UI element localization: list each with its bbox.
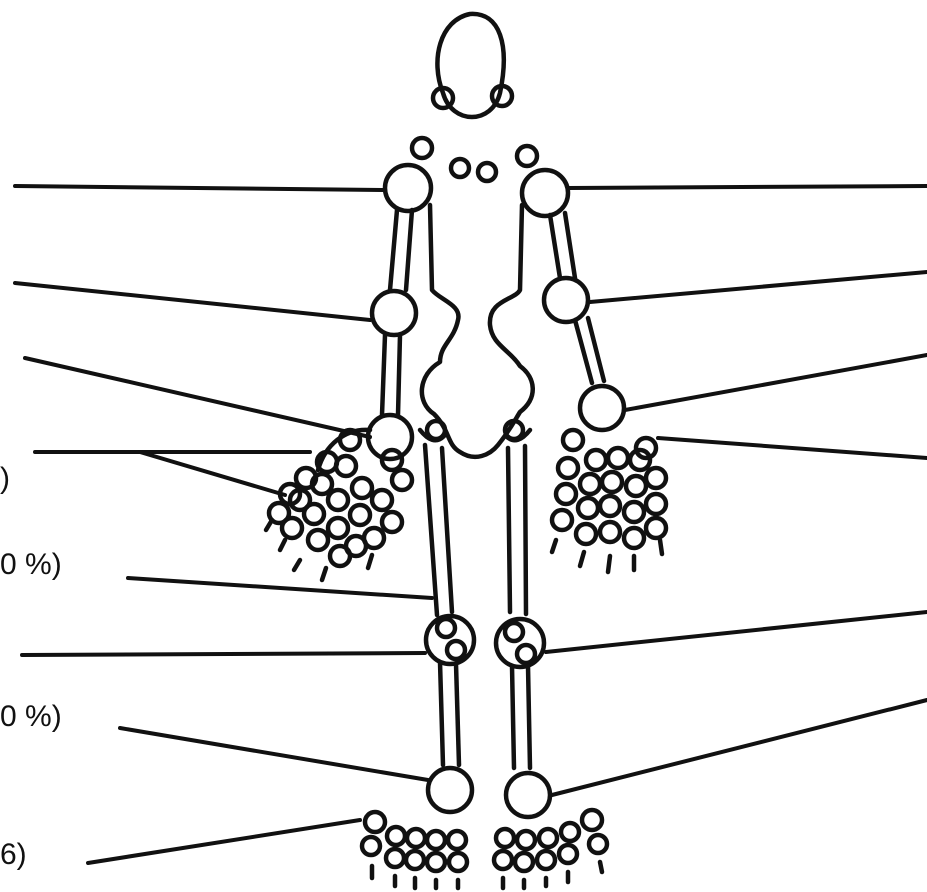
knee-joint-left-side-of-body	[496, 619, 544, 667]
shins	[440, 662, 530, 768]
leader-lines-left	[15, 186, 432, 863]
elbow-joint-right-side-of-body	[372, 291, 416, 335]
leader-line-ankle	[120, 728, 428, 780]
elbow-joint-left-side-of-body	[544, 278, 588, 322]
shoulder-joint-left-side-of-body	[522, 170, 568, 216]
thighs	[425, 445, 526, 615]
wrist-joint-left-side-of-body	[580, 386, 624, 430]
leader-line-hand-b	[140, 452, 285, 495]
leader-line-knee	[22, 653, 425, 655]
leader-lines-right	[546, 186, 927, 795]
ankle-joint-left-side-of-body	[506, 773, 550, 817]
label-hip: 0 %)	[0, 548, 62, 582]
label-foot: 6)	[0, 838, 27, 872]
leader-line-knee-r	[546, 612, 927, 652]
leader-line-elbow	[15, 283, 370, 320]
leader-line-shoulder-r	[568, 186, 927, 188]
label-hand: )	[0, 462, 10, 496]
leader-line-wrist	[25, 358, 370, 437]
knee-joint-right-side-of-body	[426, 616, 474, 664]
leader-line-shoulder	[15, 186, 383, 190]
leader-line-hand-r	[658, 438, 927, 458]
foot-right-side-of-body	[362, 812, 467, 888]
ankle-joint-right-side-of-body	[428, 768, 472, 812]
hand-left-side-of-body	[552, 430, 666, 572]
head	[433, 14, 512, 117]
neck-joints	[412, 138, 537, 181]
label-ankle: 0 %)	[0, 700, 62, 734]
leader-line-hip	[128, 578, 432, 598]
leader-line-elbow-r	[590, 272, 927, 302]
leader-line-foot	[88, 820, 360, 863]
foot-left-side-of-body	[494, 810, 607, 888]
shoulder-joint-right-side-of-body	[385, 165, 431, 211]
leader-line-wrist-r	[625, 355, 927, 410]
leader-line-ankle-r	[552, 700, 927, 795]
upper-arms	[390, 210, 575, 290]
hip-joint-right-side-of-body	[427, 421, 445, 439]
